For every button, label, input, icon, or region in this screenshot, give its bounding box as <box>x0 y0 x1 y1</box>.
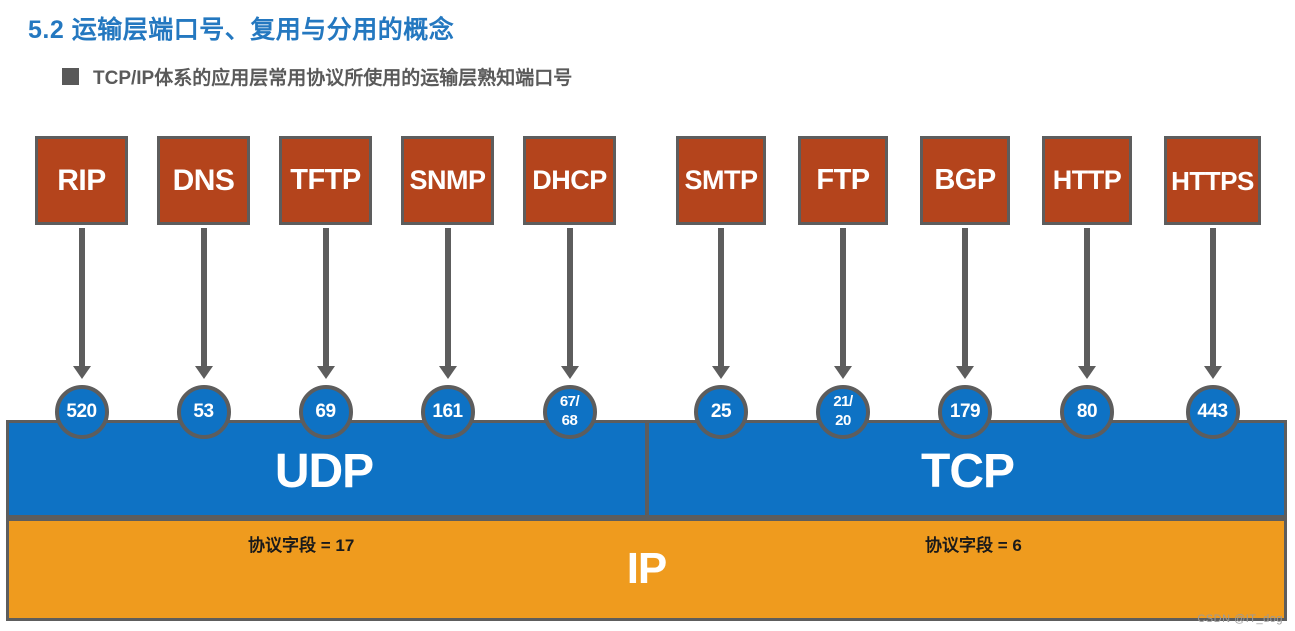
arrow-head-icon <box>1203 366 1222 379</box>
bullet-square-icon <box>62 68 79 85</box>
arrow-head-icon <box>194 366 213 379</box>
port-number: 25 <box>710 401 732 423</box>
udp-bar-label: UDP <box>274 445 374 498</box>
port-number: 161 <box>432 401 463 423</box>
protocol-box-dhcp[interactable]: DHCP <box>523 136 616 225</box>
protocol-box-ftp[interactable]: FTP <box>798 136 888 225</box>
protocol-box-label: FTP <box>816 164 870 196</box>
arrow-down-icon <box>840 228 846 367</box>
transport-divider <box>645 423 649 515</box>
arrow-head-icon <box>316 366 335 379</box>
port-number: 179 <box>949 401 981 423</box>
port-number: 520 <box>66 401 97 423</box>
port-circle-https[interactable]: 443 <box>1185 385 1240 439</box>
arrow-down-icon <box>962 228 968 367</box>
port-number: 67/ 68 <box>559 393 580 429</box>
arrow-head-icon <box>72 366 91 379</box>
protocol-box-label: RIP <box>57 163 106 197</box>
port-circle-rip[interactable]: 520 <box>54 385 109 439</box>
arrow-down-icon <box>322 228 329 367</box>
port-circle-smtp[interactable]: 25 <box>694 385 748 439</box>
arrow-head-icon <box>1078 366 1096 379</box>
watermark: CSDN @IT_dog <box>1197 613 1283 625</box>
protocol-box-label: HTTPS <box>1171 165 1254 196</box>
port-number: 443 <box>1197 401 1228 423</box>
arrow-down-icon <box>718 228 724 367</box>
port-circle-dns[interactable]: 53 <box>176 385 231 439</box>
port-number: 53 <box>193 401 214 423</box>
ip-layer-bar <box>6 518 1287 621</box>
port-circle-snmp[interactable]: 161 <box>420 385 475 439</box>
arrow-head-icon <box>956 366 974 379</box>
protocol-box-bgp[interactable]: BGP <box>920 136 1010 225</box>
tcp-bar-label: TCP <box>921 445 1015 498</box>
arrow-down-icon <box>200 228 207 367</box>
port-circle-ftp[interactable]: 21/ 20 <box>816 385 870 439</box>
protocol-box-label: DNS <box>172 163 235 197</box>
page-title: 5.2 运输层端口号、复用与分用的概念 <box>28 16 455 44</box>
protocol-box-label: SNMP <box>409 165 486 195</box>
arrow-head-icon <box>560 366 579 379</box>
bullet-row: TCP/IP体系的应用层常用协议所使用的运输层熟知端口号 <box>62 63 572 90</box>
protocol-field-udp: 协议字段 = 17 <box>248 536 355 555</box>
arrow-down-icon <box>444 228 451 367</box>
port-circle-dhcp[interactable]: 67/ 68 <box>542 385 597 439</box>
ip-bar-label: IP <box>626 544 668 593</box>
arrow-down-icon <box>1209 228 1216 367</box>
protocol-box-label: BGP <box>934 164 996 196</box>
bullet-text: TCP/IP体系的应用层常用协议所使用的运输层熟知端口号 <box>93 68 573 89</box>
port-circle-bgp[interactable]: 179 <box>938 385 992 439</box>
protocol-box-label: HTTP <box>1052 165 1122 195</box>
protocol-box-rip[interactable]: RIP <box>35 136 128 225</box>
port-circle-http[interactable]: 80 <box>1060 385 1114 439</box>
arrow-down-icon <box>78 228 85 367</box>
port-number: 80 <box>1076 401 1098 423</box>
protocol-box-label: DHCP <box>532 165 607 195</box>
protocol-field-tcp: 协议字段 = 6 <box>925 536 1022 555</box>
protocol-box-http[interactable]: HTTP <box>1042 136 1132 225</box>
arrow-head-icon <box>438 366 457 379</box>
protocol-box-smtp[interactable]: SMTP <box>676 136 766 225</box>
protocol-box-snmp[interactable]: SNMP <box>401 136 494 225</box>
protocol-box-dns[interactable]: DNS <box>157 136 250 225</box>
port-circle-tftp[interactable]: 69 <box>298 385 353 439</box>
protocol-box-label: TFTP <box>290 164 361 196</box>
port-number: 21/ 20 <box>833 393 853 429</box>
arrow-down-icon <box>1084 228 1090 367</box>
arrow-head-icon <box>834 366 852 379</box>
arrow-head-icon <box>712 366 730 379</box>
protocol-box-tftp[interactable]: TFTP <box>279 136 372 225</box>
protocol-box-label: SMTP <box>684 165 758 195</box>
port-number: 69 <box>315 401 336 423</box>
protocol-box-https[interactable]: HTTPS <box>1164 136 1261 225</box>
arrow-down-icon <box>566 228 573 367</box>
